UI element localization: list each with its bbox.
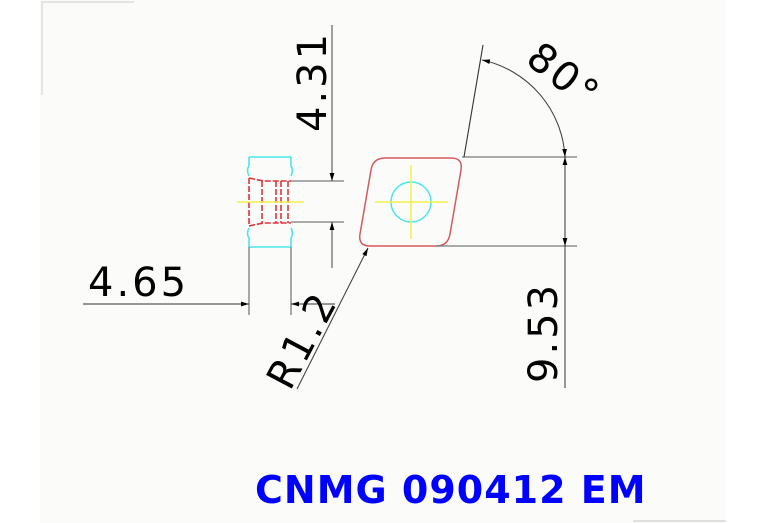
dimension-corner-radius: R1.2 xyxy=(258,247,369,397)
side-view xyxy=(237,156,304,248)
side-view-outline xyxy=(246,156,294,248)
dimension-thickness: 4.31 xyxy=(290,25,344,268)
inscribed-circle-label: 9.53 xyxy=(521,282,567,383)
drawing-panel xyxy=(40,0,726,523)
panel-bottom-border xyxy=(633,520,726,522)
width-label: 4.65 xyxy=(88,260,189,306)
dimension-width: 4.65 xyxy=(83,247,335,315)
corner-radius-label: R1.2 xyxy=(258,284,347,397)
panel-top-border xyxy=(41,1,134,3)
panel-left-border xyxy=(41,1,43,95)
dimension-angle: 80° xyxy=(463,34,609,158)
dimension-inscribed-circle: 9.53 xyxy=(436,156,577,388)
thickness-label: 4.31 xyxy=(290,31,336,132)
angle-label: 80° xyxy=(518,34,609,119)
top-view xyxy=(358,157,463,247)
part-number-title: CNMG 090412 EM xyxy=(255,468,647,512)
